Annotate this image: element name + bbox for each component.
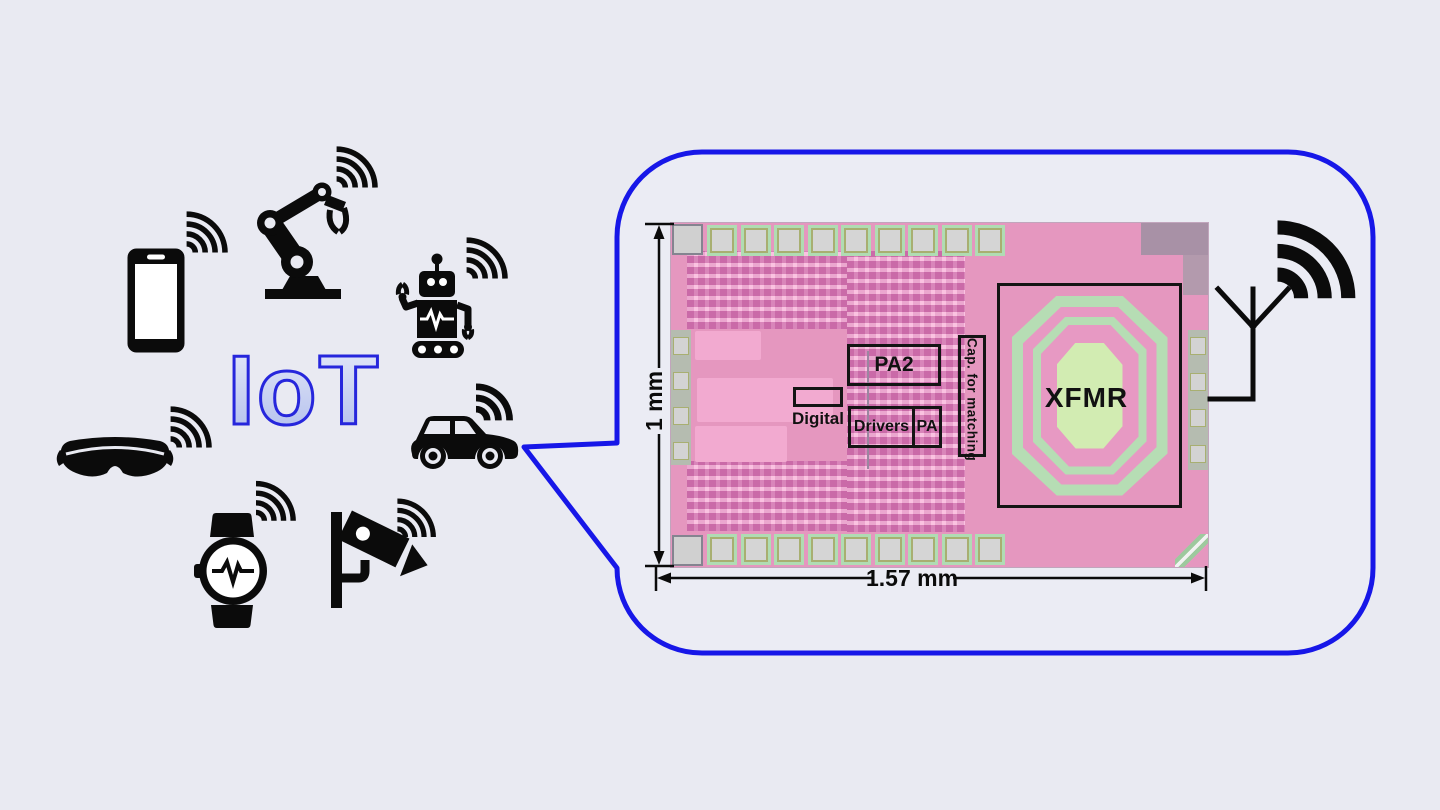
smartphone-icon	[127, 248, 185, 353]
drivers-label: Drivers	[851, 409, 915, 445]
bond-pad	[807, 225, 838, 256]
chip-corner-region	[1141, 223, 1208, 255]
chip-width-dimension: 1.57 mm	[866, 565, 958, 591]
xfmr-core	[1056, 342, 1123, 449]
cap-matching-label: Cap. for matching	[964, 338, 980, 462]
bond-pad	[941, 225, 972, 256]
chip-fill-pattern	[687, 461, 847, 531]
bond-pad	[673, 337, 689, 355]
iot-text: IoT	[228, 335, 381, 445]
bond-pad	[874, 225, 905, 256]
robot-icon	[395, 253, 475, 358]
bond-pad	[841, 225, 871, 256]
bond-pad	[707, 225, 737, 256]
cap-matching-block: Cap. for matching	[958, 335, 986, 461]
bond-pad	[774, 225, 804, 256]
bond-pad	[941, 534, 972, 565]
bond-pad	[1190, 337, 1206, 355]
bond-pad	[740, 534, 771, 565]
bond-pad	[672, 224, 703, 255]
bond-pad	[1190, 409, 1206, 427]
bond-pad-row-top	[707, 225, 1005, 256]
bond-pad	[975, 225, 1005, 256]
bond-pad	[975, 534, 1005, 565]
bond-pad	[908, 534, 938, 565]
xfmr-label: XFMR	[1044, 382, 1129, 413]
bond-pad-column-right	[1188, 330, 1208, 470]
robotic-arm-icon	[257, 182, 350, 299]
bond-pad	[774, 534, 804, 565]
bond-pad	[1190, 373, 1206, 391]
chip-fill-pattern	[687, 251, 847, 329]
chip-metal-plate	[695, 426, 787, 462]
bond-pad-row-bottom	[707, 534, 1005, 565]
bond-pad	[673, 372, 689, 390]
chip-metal-plate	[697, 378, 833, 422]
metal-trace	[867, 351, 869, 469]
bond-pad	[841, 534, 871, 565]
digital-block	[793, 387, 843, 407]
security-camera-icon	[331, 510, 428, 608]
bond-pad	[707, 534, 737, 565]
ar-glasses-icon	[56, 437, 174, 477]
bond-pad	[673, 442, 689, 460]
smartwatch-icon	[194, 513, 267, 628]
xfmr-outline-box: XFMR	[997, 283, 1182, 508]
bond-pad	[908, 225, 938, 256]
bond-pad	[740, 225, 771, 256]
pa2-block: PA2	[847, 344, 941, 386]
bond-pad	[1190, 445, 1206, 463]
digital-label: Digital	[792, 409, 844, 428]
iot-wordmark: IoT	[226, 334, 381, 447]
car-icon	[411, 416, 519, 469]
wifi-signal-icon	[1248, 192, 1366, 310]
chip-corner-region	[1183, 255, 1208, 295]
bond-pad	[673, 407, 689, 425]
drivers-pa-block: Drivers PA	[848, 406, 942, 448]
chip-seal-ring-corner	[1175, 534, 1208, 567]
chip-fill-pattern	[847, 251, 965, 532]
bond-pad-column-left	[671, 330, 691, 465]
pa2-label: PA2	[874, 353, 914, 376]
bond-pad	[874, 534, 905, 565]
bond-pad	[672, 535, 703, 566]
chip-height-dimension: 1 mm	[641, 371, 667, 431]
xfmr-coil	[1000, 286, 1179, 505]
pa-label: PA	[916, 418, 938, 435]
bond-pad	[807, 534, 838, 565]
chip-metal-plate	[695, 331, 761, 360]
